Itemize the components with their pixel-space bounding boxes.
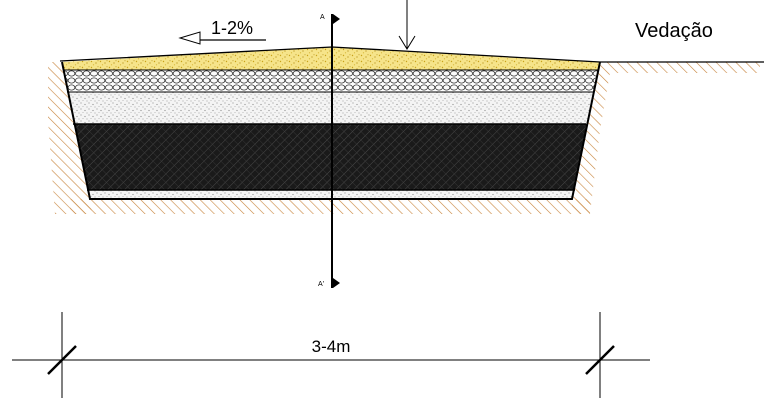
width-dimension xyxy=(12,312,650,398)
trench-layers xyxy=(62,47,600,199)
gravel-layer xyxy=(62,92,600,124)
section-label-bottom: A' xyxy=(318,281,324,288)
section-marker-top xyxy=(333,14,340,24)
width-label: 3-4m xyxy=(312,337,351,356)
slope-label: 1-2% xyxy=(211,18,253,38)
arrow-left-icon xyxy=(178,31,266,45)
base-layer xyxy=(62,190,600,199)
section-label-top: A xyxy=(320,14,325,21)
soil-hatch-left xyxy=(48,62,92,214)
section-marker-bottom xyxy=(333,278,340,288)
arrow-down-icon xyxy=(398,0,416,50)
soil-hatch-right xyxy=(572,62,760,214)
seal-label: Vedação xyxy=(635,20,713,42)
cobble-layer xyxy=(62,70,600,92)
sand-layer xyxy=(62,47,600,70)
soil-hatch-bottom xyxy=(70,199,590,214)
